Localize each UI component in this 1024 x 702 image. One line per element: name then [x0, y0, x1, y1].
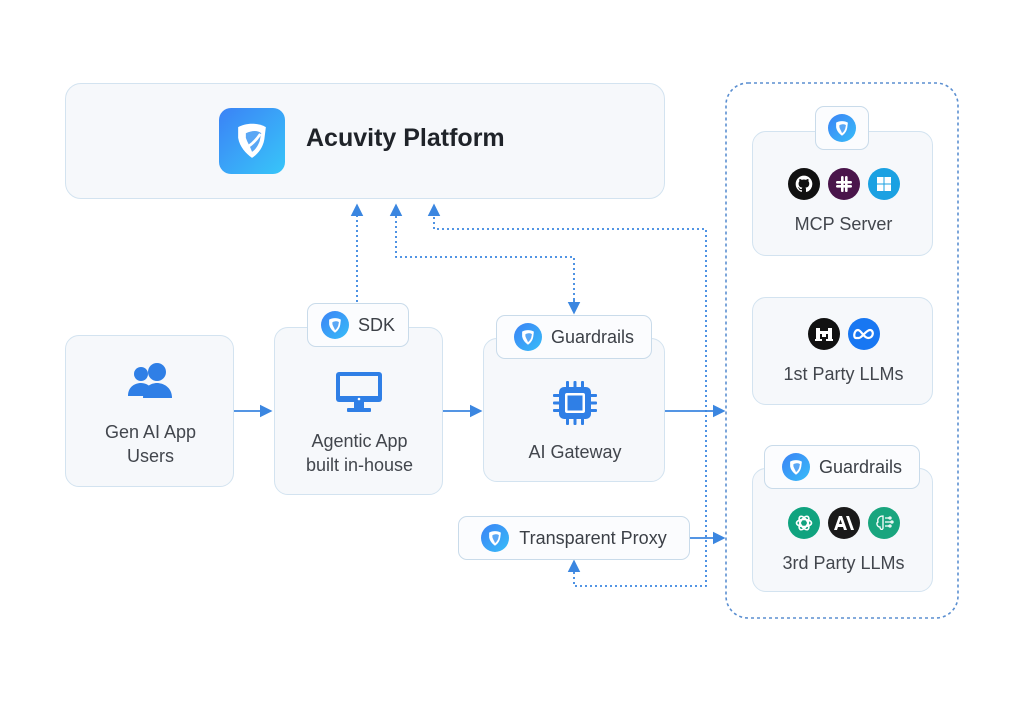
- transparent-proxy-node: Transparent Proxy: [458, 516, 690, 560]
- agentic-app-card: Agentic App built in-house: [274, 327, 443, 495]
- windows-logo-icon: [867, 168, 900, 200]
- ai-brain-logo-icon: [867, 507, 900, 539]
- shield-icon: [513, 323, 542, 351]
- chip-icon: [553, 381, 597, 425]
- acuvity-logo: [219, 108, 285, 174]
- ai-gateway-label: AI Gateway: [528, 442, 622, 462]
- mistral-logo-icon: [807, 318, 840, 350]
- shield-icon: [320, 311, 349, 339]
- guardrails-badge-gateway: Guardrails: [496, 315, 652, 359]
- agentic-app-label: Agentic App built in-house: [305, 431, 414, 475]
- sdk-badge-label: SDK: [357, 314, 395, 335]
- shield-icon: [828, 114, 856, 142]
- first-party-llms-label: 1st Party LLMs: [783, 364, 904, 384]
- guardrails-badge-label: Guardrails: [550, 326, 635, 347]
- dotted-platform-gateway: [389, 203, 575, 310]
- transparent-proxy-label: Transparent Proxy: [519, 527, 667, 548]
- platform-title: Acuvity Platform: [306, 124, 505, 152]
- mcp-shield-badge: [815, 106, 869, 150]
- mcp-server-card: MCP Server: [752, 131, 933, 256]
- sdk-badge: SDK: [307, 303, 409, 347]
- first-party-logos: [753, 318, 934, 350]
- users-label: Gen AI App Users: [104, 422, 197, 466]
- users-icon: [128, 363, 172, 398]
- gen-ai-users-card: Gen AI App Users: [65, 335, 234, 487]
- monitor-icon: [336, 372, 382, 412]
- ai-gateway-card: AI Gateway: [483, 338, 665, 482]
- shield-icon: [781, 453, 810, 481]
- anthropic-logo-icon: [827, 507, 860, 539]
- mcp-server-label: MCP Server: [794, 214, 893, 234]
- third-party-logos: [753, 507, 934, 539]
- openai-logo-icon: [787, 507, 820, 539]
- shield-icon: [481, 524, 510, 552]
- first-party-llms-card: 1st Party LLMs: [752, 297, 933, 405]
- shield-icon: [238, 123, 266, 158]
- acuvity-platform-card: Acuvity Platform: [65, 83, 665, 199]
- github-logo-icon: [787, 168, 820, 200]
- guardrails-badge-label: Guardrails: [818, 456, 903, 477]
- slack-logo-icon: [827, 168, 860, 200]
- meta-logo-icon: [847, 318, 880, 350]
- third-party-llms-label: 3rd Party LLMs: [782, 553, 905, 573]
- mcp-logos: [753, 168, 934, 200]
- guardrails-badge-third-party: Guardrails: [764, 445, 920, 489]
